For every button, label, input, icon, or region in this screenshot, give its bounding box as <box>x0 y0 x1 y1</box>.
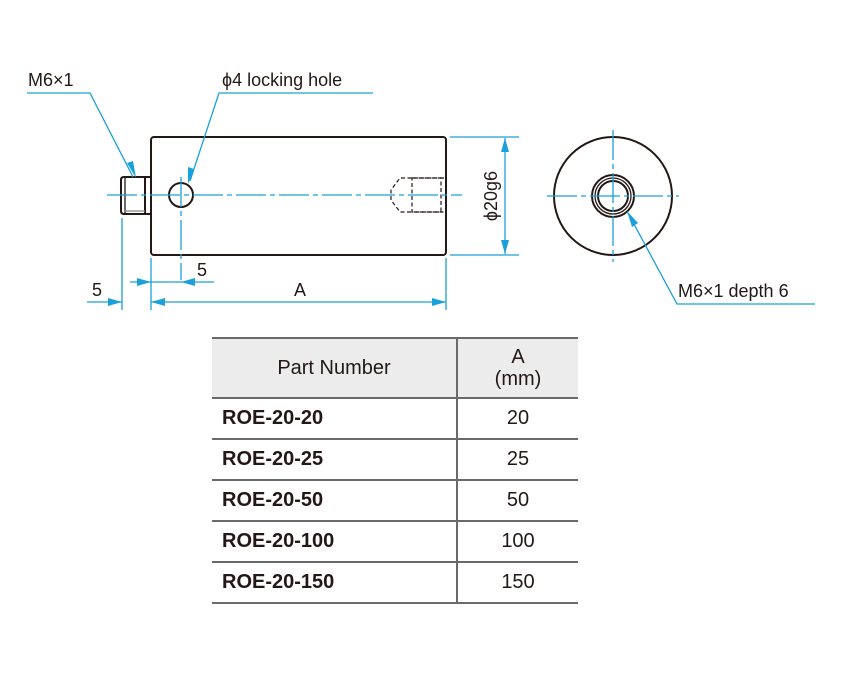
a-value-cell: 20 <box>457 398 578 440</box>
header-a-label: A <box>511 346 525 368</box>
header-part-number: Part Number <box>212 338 458 399</box>
callout-locking-hole: ϕ4 locking hole <box>188 70 373 184</box>
part-number-cell: ROE-20-25 <box>212 439 458 481</box>
header-a-unit: (mm) <box>494 368 542 390</box>
callout-thread-stud: M6×1 <box>27 70 136 178</box>
a-value-cell: 50 <box>457 480 578 522</box>
callout-thread-stud-text: M6×1 <box>28 70 74 90</box>
header-a: A (mm) <box>457 338 578 399</box>
table-row: ROE-20-50 50 <box>212 480 578 522</box>
part-number-cell: ROE-20-100 <box>212 521 458 563</box>
part-number-table: Part Number A (mm) ROE-20-20 20 ROE-20-2… <box>212 337 578 604</box>
table-row: ROE-20-20 20 <box>212 398 578 440</box>
a-value-cell: 25 <box>457 439 578 481</box>
callout-tapped-hole: M6×1 depth 6 <box>627 211 815 305</box>
table-row: ROE-20-25 25 <box>212 439 578 481</box>
callout-locking-hole-text: ϕ4 locking hole <box>222 70 342 90</box>
dimension-body-length-text: A <box>294 280 306 300</box>
dimension-stud-length-text: 5 <box>92 280 102 300</box>
part-number-cell: ROE-20-150 <box>212 562 458 604</box>
side-view <box>107 136 462 280</box>
dimension-lengths: 5 5 A <box>87 218 447 310</box>
a-value-cell: 100 <box>457 521 578 563</box>
technical-drawing: M6×1 ϕ4 locking hole ϕ20g6 5 5 A <box>27 70 815 310</box>
end-view <box>547 130 679 262</box>
part-number-cell: ROE-20-50 <box>212 480 458 522</box>
callout-tapped-hole-text: M6×1 depth 6 <box>678 281 789 301</box>
dimension-diameter: ϕ20g6 <box>450 136 519 256</box>
table-row: ROE-20-100 100 <box>212 521 578 563</box>
table-row: ROE-20-150 150 <box>212 562 578 604</box>
part-number-cell: ROE-20-20 <box>212 398 458 440</box>
hidden-tapped-hole <box>390 177 444 213</box>
a-value-cell: 150 <box>457 562 578 604</box>
dimension-diameter-text: ϕ20g6 <box>481 171 501 221</box>
dimension-hole-offset-text: 5 <box>197 260 207 280</box>
body-outline <box>150 136 447 256</box>
table-header-row: Part Number A (mm) <box>212 338 578 399</box>
